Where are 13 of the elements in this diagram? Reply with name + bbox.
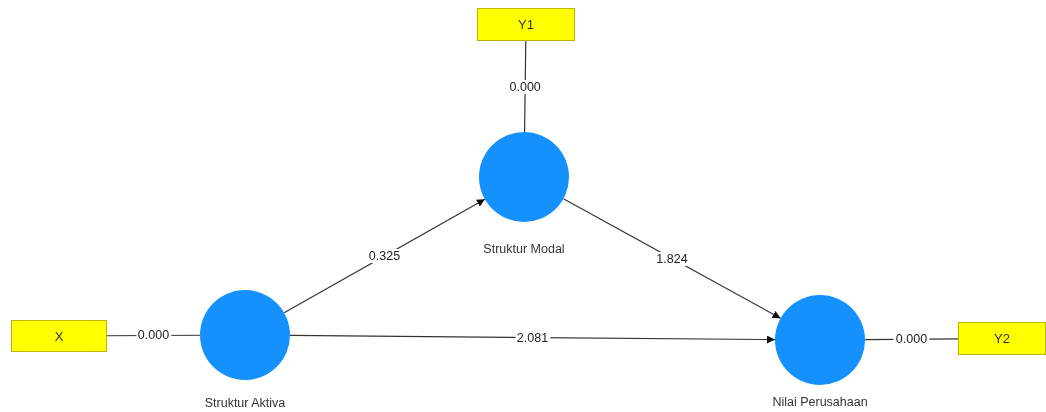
construct-label: Nilai Perusahaan [772,395,868,409]
arrow [283,198,486,314]
indicator-box: Y2 [958,322,1046,355]
edge-label: 0.000 [507,79,543,94]
edge-label: 2.081 [514,330,551,345]
construct-label: Struktur Aktiva [204,396,286,410]
edge-label: 0.325 [366,249,403,263]
indicator-box: X [11,320,107,352]
arrow [289,334,776,344]
arrow [562,198,782,319]
indicator-box: Y1 [477,8,575,41]
construct-label: Struktur Modal [483,242,565,256]
edge-label: 1.824 [654,251,690,266]
